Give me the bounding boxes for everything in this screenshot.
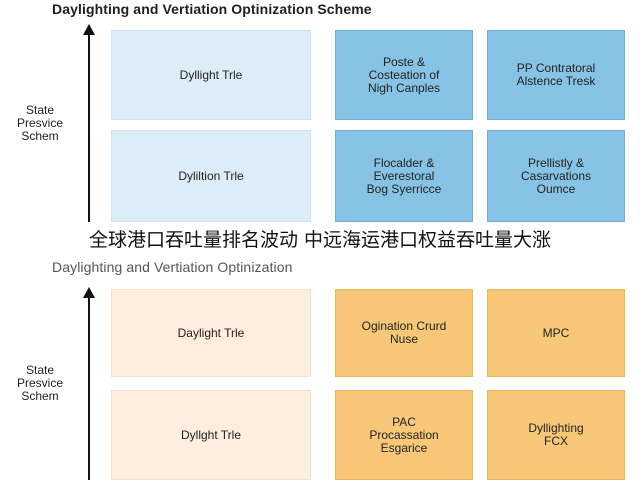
bottom-cell-row2-col2: PAC Procassation Esgarice (335, 390, 473, 480)
top-diagram-panel: Daylighting and Vertiation Optinization … (0, 0, 640, 222)
top-axis-arrowhead (83, 24, 95, 35)
bottom-diagram-title: Daylighting and Vertiation Optinization (52, 259, 293, 275)
bottom-vertical-axis (88, 295, 90, 480)
top-cell-row1-label: Dyllight Trle (111, 30, 311, 120)
bottom-cell-row1-label: Daylight Trle (111, 289, 311, 377)
top-cell-row2-col3: Prellistly & Casarvations Oumce (487, 130, 625, 222)
top-cell-row1-col3: PP Contratoral Alstence Tresk (487, 30, 625, 120)
bottom-cell-row2-col3: Dyllighting FCX (487, 390, 625, 480)
top-cell-row2-col2: Flocalder & Everestoral Bog Syerricce (335, 130, 473, 222)
top-cell-row1-col2: Poste & Costeation of Nigh Canples (335, 30, 473, 120)
bottom-diagram-panel: Daylighting and Vertiation Optinization … (0, 255, 640, 480)
bottom-cell-row1-col2: Ogination Crurd Nuse (335, 289, 473, 377)
bottom-cell-row1-col3: MPC (487, 289, 625, 377)
bottom-cell-row2-label: Dyllght Trle (111, 390, 311, 480)
top-vertical-axis (88, 32, 90, 222)
bottom-axis-arrowhead (83, 287, 95, 298)
caption-banner: 全球港口吞吐量排名波动 中远海运港口权益吞吐量大涨 (0, 222, 640, 255)
bottom-axis-label: State Presvice Schem (16, 363, 63, 403)
top-diagram-title: Daylighting and Vertiation Optinization … (52, 1, 372, 17)
top-axis-label: State Presvice Schem (16, 103, 63, 143)
top-cell-row2-label: Dyliltion Trle (111, 130, 311, 222)
